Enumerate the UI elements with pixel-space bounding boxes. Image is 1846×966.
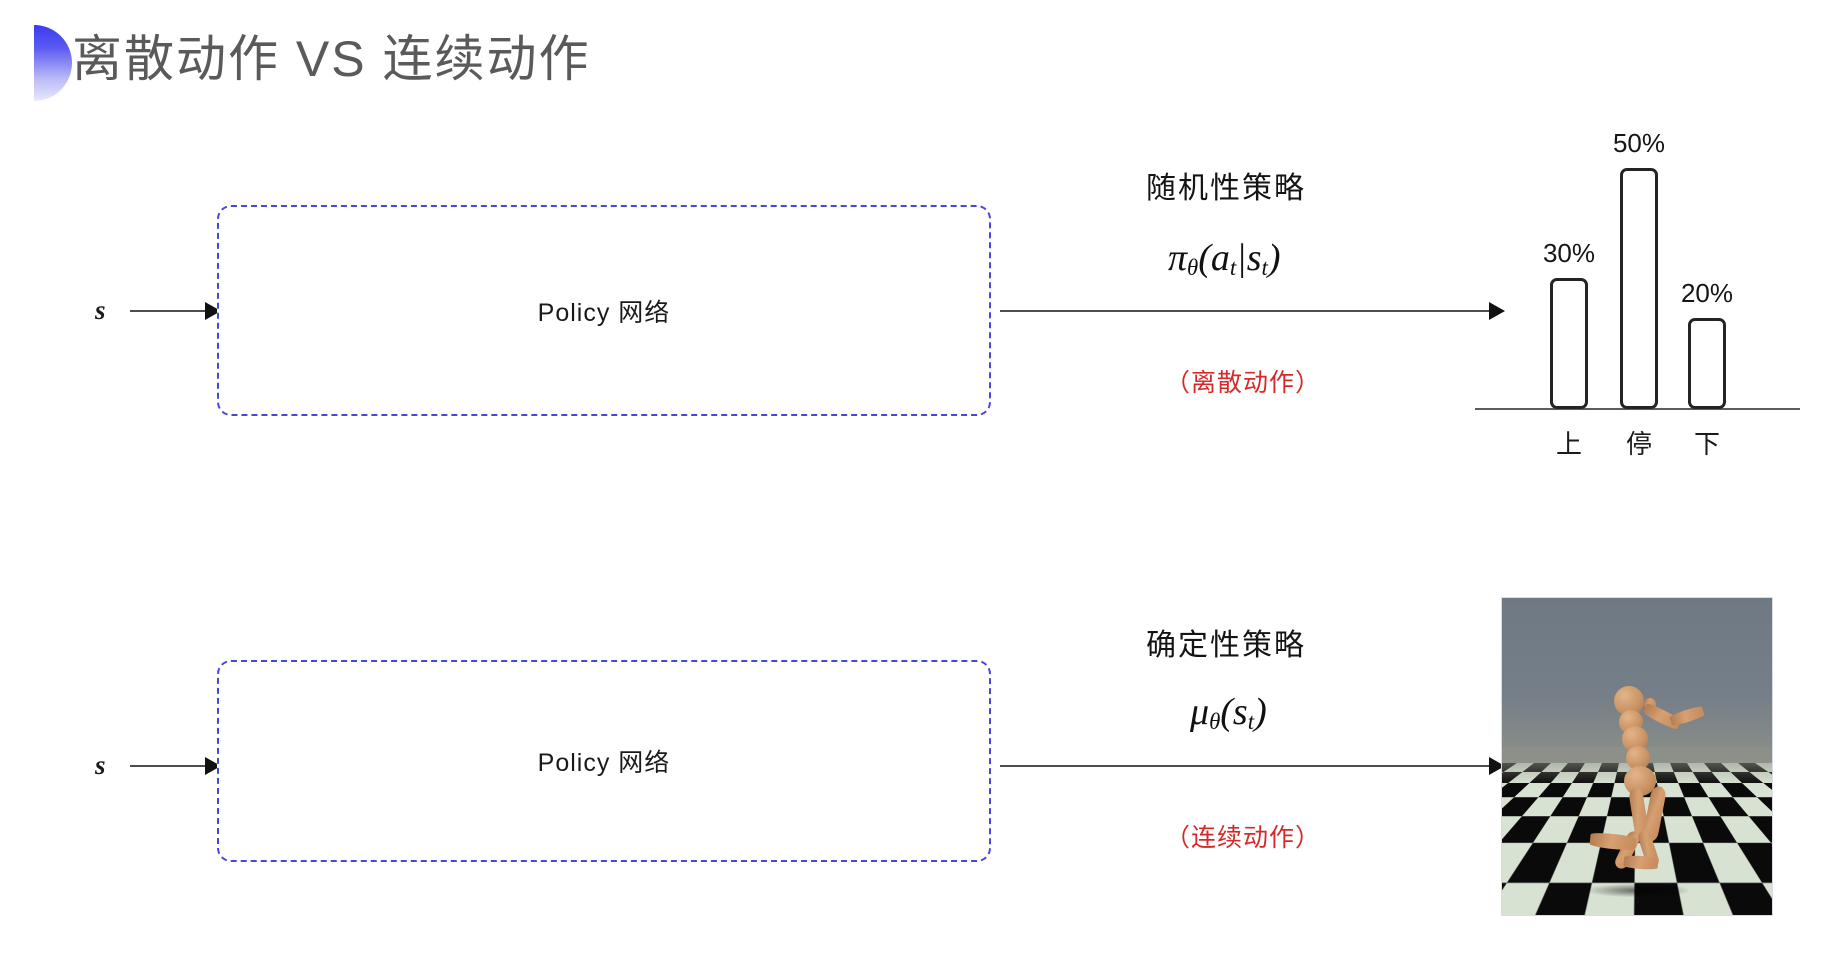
formula-pi: π [1168, 237, 1188, 279]
input-arrow-line-continuous [130, 765, 222, 767]
formula-t-sub-s: t [1261, 255, 1268, 281]
title-accent-shape [14, 25, 72, 101]
formula-bar-s: |s [1236, 237, 1262, 279]
continuous-action-note: （连续动作） [1165, 824, 1322, 852]
state-input-label-discrete: s [95, 295, 106, 325]
humanoid-simulation-image [1502, 598, 1772, 915]
page-title: 离散动作 VS 连续动作 [72, 31, 591, 87]
bar-value-down: 20% [1680, 278, 1734, 308]
policy-network-box-discrete[interactable]: Policy 网络 [217, 205, 991, 416]
policy-network-label-continuous: Policy 网络 [537, 749, 671, 777]
formula-close-paren: ) [1267, 237, 1281, 279]
formula-theta-sub: θ [1187, 255, 1199, 281]
output-arrow-head-continuous [1489, 757, 1505, 775]
formula-t-sub-a: t [1229, 255, 1237, 281]
input-arrow-line-discrete [130, 310, 222, 312]
formula-open-s: (s [1220, 691, 1248, 733]
bar-up [1550, 278, 1588, 409]
formula-open-a: (a [1198, 237, 1230, 279]
policy-network-label-discrete: Policy 网络 [537, 298, 671, 327]
formula-t-sub-s2: t [1247, 709, 1255, 735]
stochastic-policy-formula: πθ(at|st) [1168, 236, 1280, 281]
stochastic-policy-label: 随机性策略 [1146, 172, 1306, 205]
output-arrow-line-discrete [1000, 310, 1500, 312]
deterministic-policy-formula: μθ(st) [1190, 690, 1267, 735]
formula-mu: μ [1190, 691, 1210, 733]
bar-stop [1620, 168, 1658, 409]
bar-value-up: 30% [1542, 238, 1596, 268]
state-input-label-continuous: s [95, 750, 106, 780]
bar-category-down: 下 [1693, 429, 1720, 459]
chart-baseline [1475, 408, 1800, 410]
bar-category-up: 上 [1555, 429, 1582, 459]
output-arrow-line-continuous [1000, 765, 1500, 767]
policy-network-box-continuous[interactable]: Policy 网络 [217, 660, 991, 862]
formula-close-paren-2: ) [1254, 691, 1267, 733]
deterministic-policy-label: 确定性策略 [1146, 629, 1306, 662]
discrete-action-note: （离散动作） [1165, 369, 1322, 397]
formula-theta-sub-2: θ [1209, 709, 1221, 735]
output-arrow-head-discrete [1489, 302, 1505, 320]
sim-ground-shadow [1588, 884, 1688, 897]
bar-value-stop: 50% [1612, 128, 1666, 158]
bar-category-stop: 停 [1625, 429, 1652, 459]
bar-down [1688, 318, 1726, 409]
